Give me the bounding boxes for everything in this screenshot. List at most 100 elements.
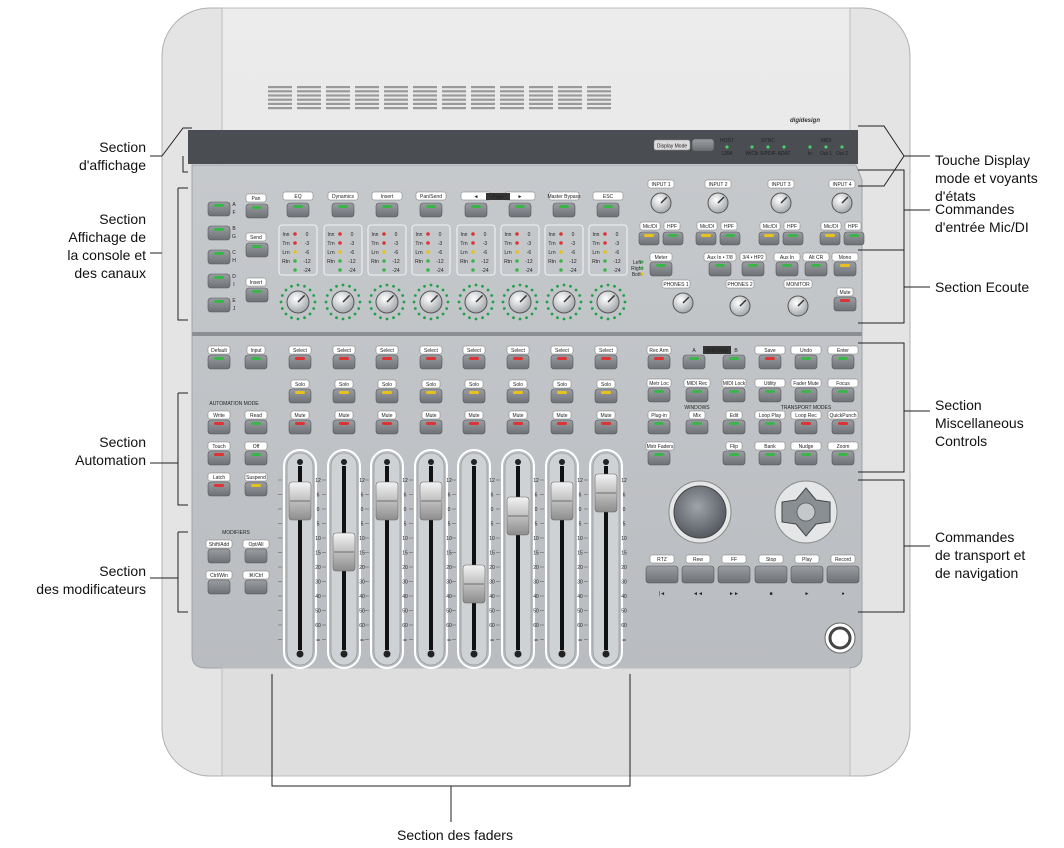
hpf-button-0[interactable]	[662, 231, 684, 246]
misc-button-r2-2[interactable]	[831, 419, 855, 435]
hpf-button-1[interactable]	[719, 231, 741, 246]
default-button[interactable]	[207, 354, 231, 370]
select-button-3[interactable]	[419, 354, 443, 370]
misc-button-r3-0[interactable]	[758, 450, 782, 466]
solo-button-0[interactable]	[288, 388, 312, 404]
top-button-4[interactable]	[464, 202, 488, 218]
console-bank-button-3[interactable]	[207, 273, 231, 289]
midi-lock-button[interactable]	[722, 387, 746, 403]
select-button-0[interactable]	[288, 354, 312, 370]
transport-button-0[interactable]	[645, 565, 679, 584]
select-button-6[interactable]	[550, 354, 574, 370]
solo-button-3[interactable]	[419, 388, 443, 404]
top-button-1[interactable]	[331, 202, 355, 218]
mute-button-4[interactable]	[462, 419, 486, 435]
console-bank-button-1[interactable]	[207, 225, 231, 241]
misc-button-r3-2[interactable]	[831, 450, 855, 466]
console-bank-button-4[interactable]	[207, 297, 231, 313]
hpf-button-3[interactable]	[843, 231, 865, 246]
display-mode-button[interactable]	[691, 138, 715, 152]
transport-button-2[interactable]	[717, 565, 751, 584]
transport-button-1[interactable]	[681, 565, 715, 584]
modifier-button-1[interactable]	[244, 548, 268, 564]
modifier-button-2[interactable]	[207, 579, 231, 595]
meter-button[interactable]	[649, 261, 673, 277]
automation-button-5[interactable]	[244, 481, 268, 497]
flip-button[interactable]	[722, 450, 746, 466]
monitor-button-3[interactable]	[804, 261, 828, 277]
solo-button-5[interactable]	[506, 388, 530, 404]
solo-button-1[interactable]	[332, 388, 356, 404]
automation-button-0[interactable]	[207, 419, 231, 435]
monitor-button-4[interactable]	[833, 261, 857, 277]
solo-button-2[interactable]	[375, 388, 399, 404]
input-button[interactable]	[244, 354, 268, 370]
select-button-4[interactable]	[462, 354, 486, 370]
misc-button-r0-1[interactable]	[794, 354, 818, 370]
side-button-1[interactable]	[245, 242, 269, 258]
mute-button-5[interactable]	[506, 419, 530, 435]
monitor-mute-button[interactable]	[833, 296, 857, 312]
transport-button-4[interactable]	[790, 565, 824, 584]
misc-r2-1-label: Loop Rec	[795, 413, 817, 419]
select-button-5[interactable]	[506, 354, 530, 370]
mute-button-6[interactable]	[550, 419, 574, 435]
misc-button-r3-1[interactable]	[794, 450, 818, 466]
transport-button-5[interactable]	[826, 565, 860, 584]
misc-button-r1-1[interactable]	[794, 387, 818, 403]
misc-button-r1-2[interactable]	[831, 387, 855, 403]
jog-wheel[interactable]	[673, 485, 727, 539]
top-button-5[interactable]	[508, 202, 532, 218]
misc-a-button[interactable]	[682, 354, 706, 370]
edit-button[interactable]	[722, 419, 746, 435]
mute-button-2[interactable]	[375, 419, 399, 435]
mute-button-7[interactable]	[594, 419, 618, 435]
modifier-button-0[interactable]	[207, 548, 231, 564]
hpf-button-2[interactable]	[782, 231, 804, 246]
micdi-button-1[interactable]	[695, 231, 717, 246]
mute-button-3[interactable]	[419, 419, 443, 435]
mute-button-0[interactable]	[288, 419, 312, 435]
micdi-button-3[interactable]	[819, 231, 841, 246]
transport-button-3[interactable]	[754, 565, 788, 584]
nav-pad-center[interactable]	[796, 502, 816, 522]
metr-loc-button[interactable]	[647, 387, 671, 403]
misc-button-r2-1[interactable]	[794, 419, 818, 435]
side-button-2[interactable]	[245, 287, 269, 303]
top-button-0[interactable]	[286, 202, 310, 218]
select-button-1[interactable]	[332, 354, 356, 370]
automation-button-4[interactable]	[207, 481, 231, 497]
solo-button-4[interactable]	[462, 388, 486, 404]
side-button-0[interactable]	[245, 203, 269, 219]
midi-rec-button[interactable]	[685, 387, 709, 403]
solo-button-6[interactable]	[550, 388, 574, 404]
mstr-faders-button[interactable]	[647, 450, 671, 466]
top-button-6[interactable]	[552, 202, 576, 218]
top-button-7[interactable]	[596, 202, 620, 218]
monitor-button-1[interactable]	[741, 261, 765, 277]
rec-arm-button[interactable]	[647, 354, 671, 370]
micdi-button-2[interactable]	[758, 231, 780, 246]
select-button-2[interactable]	[375, 354, 399, 370]
automation-button-3[interactable]	[244, 450, 268, 466]
modifier-button-3[interactable]	[244, 579, 268, 595]
mix-button[interactable]	[685, 419, 709, 435]
automation-button-2[interactable]	[207, 450, 231, 466]
automation-button-1[interactable]	[244, 419, 268, 435]
console-bank-button-0[interactable]	[207, 201, 231, 217]
mute-button-1[interactable]	[332, 419, 356, 435]
misc-button-r2-0[interactable]	[758, 419, 782, 435]
select-button-7[interactable]	[594, 354, 618, 370]
misc-button-r0-0[interactable]	[758, 354, 782, 370]
plugin-button[interactable]	[647, 419, 671, 435]
console-bank-button-2[interactable]	[207, 249, 231, 265]
monitor-button-0[interactable]	[708, 261, 732, 277]
micdi-button-0[interactable]	[638, 231, 660, 246]
misc-button-r0-2[interactable]	[831, 354, 855, 370]
misc-b-button[interactable]	[722, 354, 746, 370]
misc-button-r1-0[interactable]	[758, 387, 782, 403]
solo-button-7[interactable]	[594, 388, 618, 404]
top-button-3[interactable]	[419, 202, 443, 218]
top-button-2[interactable]	[375, 202, 399, 218]
monitor-button-2[interactable]	[775, 261, 799, 277]
